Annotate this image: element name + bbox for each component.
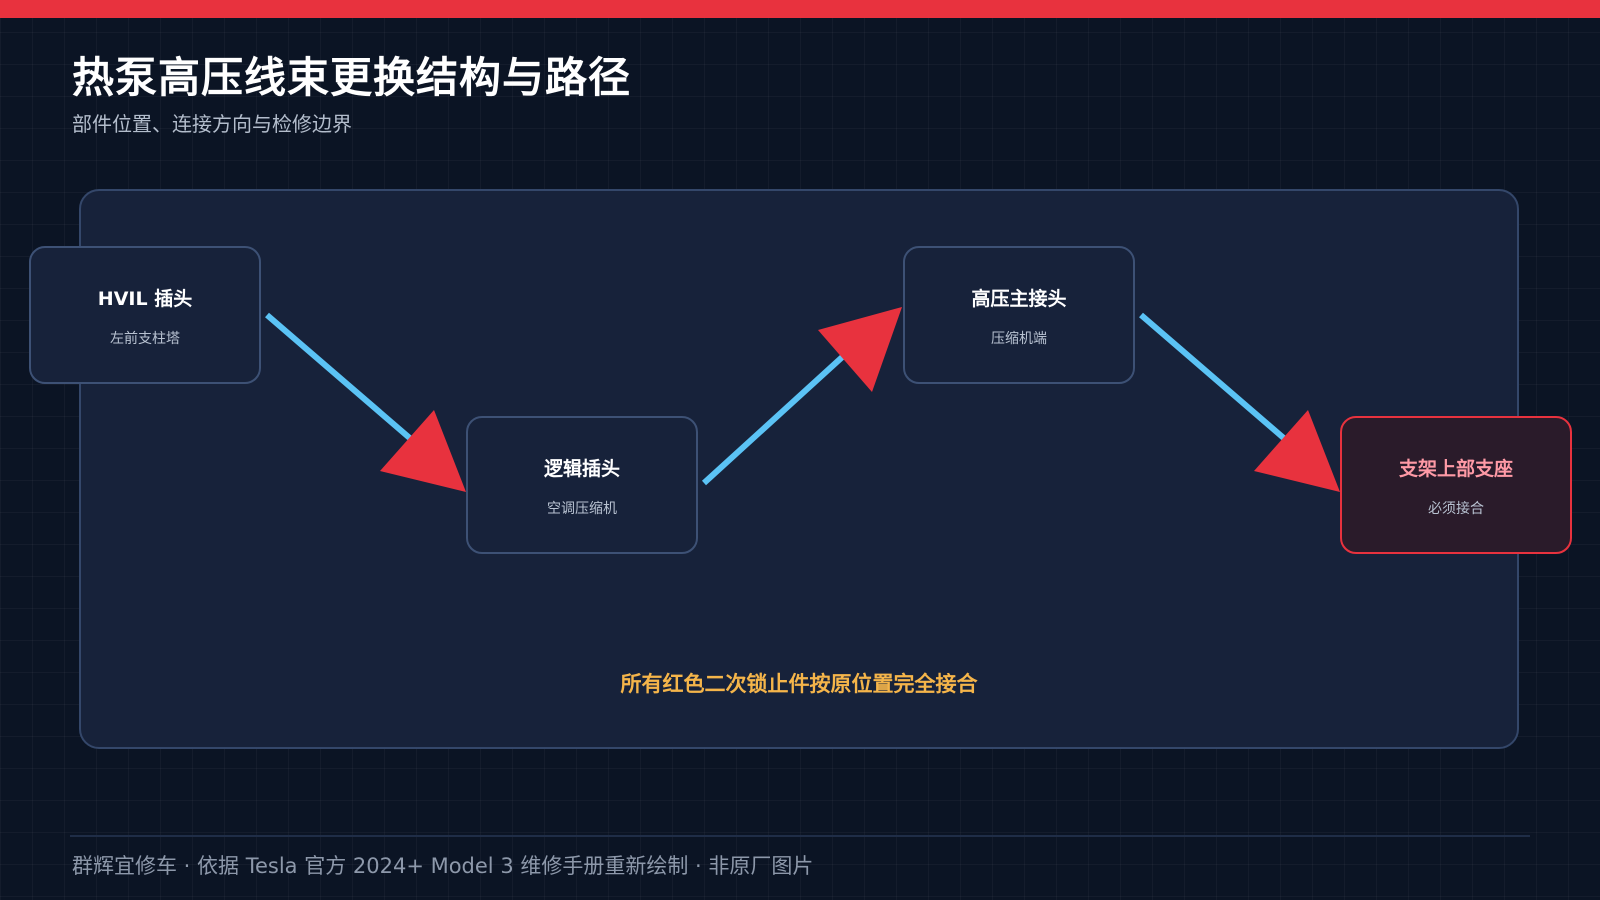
node-hv-main-connector: 高压主接头 压缩机端: [903, 246, 1135, 384]
node-title: 逻辑插头: [543, 458, 620, 480]
page-title: 热泵高压线束更换结构与路径: [72, 53, 632, 102]
footer-credit: 群辉宜修车 · 依据 Tesla 官方 2024+ Model 3 维修手册重新…: [72, 854, 814, 878]
diagram-note: 所有红色二次锁止件按原位置完全接合: [620, 672, 978, 696]
diagram-panel: [79, 189, 1519, 749]
node-subtitle: 压缩机端: [991, 331, 1047, 347]
node-hvil-plug: HVIL 插头 左前支柱塔: [29, 246, 261, 384]
node-title: 高压主接头: [971, 288, 1067, 310]
node-logic-plug: 逻辑插头 空调压缩机: [466, 416, 698, 554]
page-subtitle: 部件位置、连接方向与检修边界: [72, 112, 352, 136]
node-subtitle: 左前支柱塔: [110, 331, 180, 347]
footer-divider: [70, 835, 1530, 837]
node-title: HVIL 插头: [97, 288, 193, 310]
top-accent-bar: [0, 0, 1600, 18]
node-subtitle: 必须接合: [1428, 501, 1484, 517]
node-bracket-upper-mount: 支架上部支座 必须接合: [1340, 416, 1572, 554]
node-subtitle: 空调压缩机: [547, 501, 617, 517]
node-title: 支架上部支座: [1398, 458, 1513, 480]
